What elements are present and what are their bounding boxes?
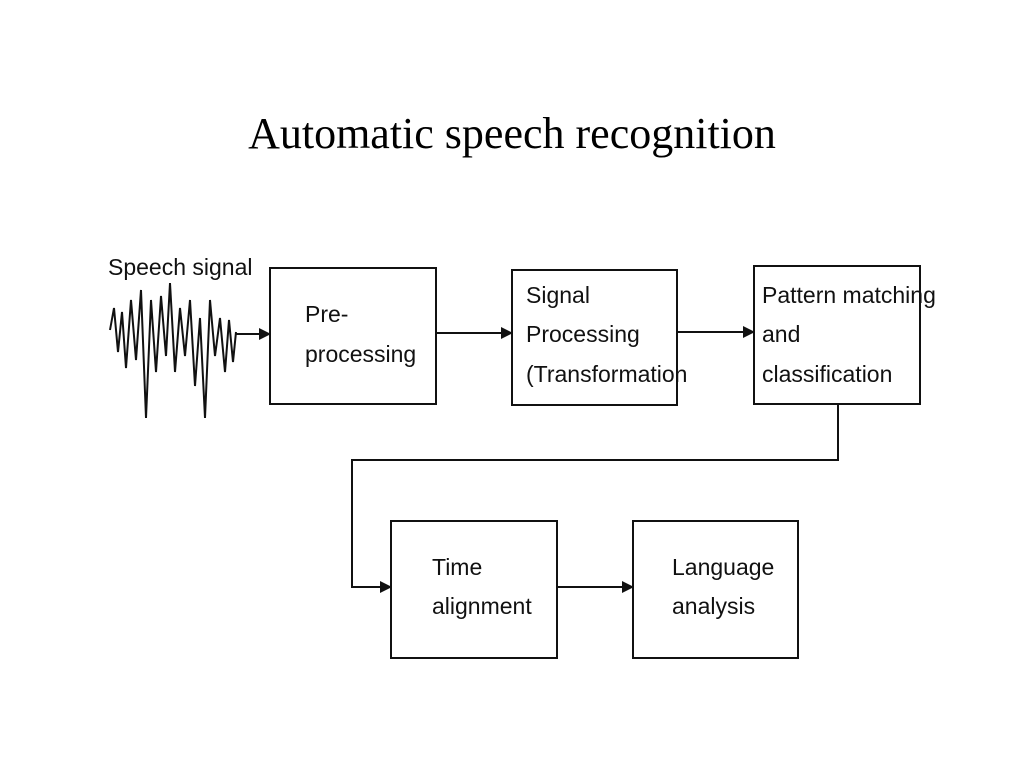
node-pattern-matching-line-2: and (762, 321, 800, 347)
node-preprocessing: Pre- processing (269, 267, 437, 405)
node-pattern-matching-line-1: Pattern matching (762, 282, 936, 308)
node-language-analysis: Language analysis (632, 520, 799, 659)
node-time-alignment-line-2: alignment (432, 593, 532, 619)
slide-title: Automatic speech recognition (248, 109, 776, 158)
edge-pattern-matching-to-time-alignment (351, 404, 839, 593)
node-time-alignment: Time alignment (390, 520, 558, 659)
node-preprocessing-line-1: Pre- (305, 301, 348, 327)
node-language-analysis-line-1: Language (672, 554, 774, 580)
node-signal-processing-line-3: (Transformation (526, 361, 687, 387)
node-signal-processing-line-1: Signal (526, 282, 590, 308)
speech-waveform (109, 282, 237, 419)
node-language-analysis-line-2: analysis (672, 593, 755, 619)
node-preprocessing-line-2: processing (305, 341, 416, 367)
node-time-alignment-line-1: Time (432, 554, 482, 580)
node-pattern-matching: Pattern matching and classification (753, 265, 936, 405)
speech-signal-label: Speech signal (108, 254, 253, 280)
node-signal-processing: Signal Processing (Transformation (511, 269, 687, 406)
node-pattern-matching-line-3: classification (762, 361, 892, 387)
node-signal-processing-line-2: Processing (526, 321, 640, 347)
